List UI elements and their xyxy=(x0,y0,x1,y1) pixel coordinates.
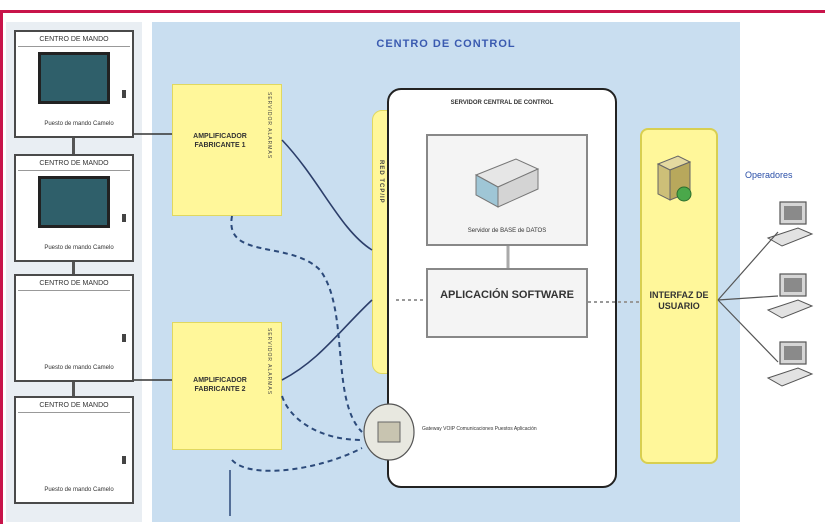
site-connector xyxy=(72,382,75,396)
frame-border-left xyxy=(0,10,3,524)
amplifier-1-side-text: SERVIDOR ALARMAS xyxy=(266,92,272,160)
amplifier-2-box[interactable] xyxy=(172,322,282,450)
central-server-title: SERVIDOR CENTRAL DE CONTROL xyxy=(450,100,554,106)
site-caption: Puesto de mando Camelo xyxy=(44,365,114,371)
site-connector xyxy=(72,262,75,274)
port-icon xyxy=(122,90,126,98)
user-interface-label: INTERFAZ DE USUARIO xyxy=(649,290,709,311)
site-title: CENTRO DE MANDO xyxy=(18,278,130,291)
server-icon xyxy=(474,158,540,208)
operators-label: Operadores xyxy=(745,170,793,180)
gateway-label: Gateway VOIP Comunicaciones Puestos Apli… xyxy=(422,426,537,432)
amplifier-1-label: AMPLIFICADOR FABRICANTE 1 xyxy=(193,133,247,149)
site-connector xyxy=(72,138,75,154)
site-box-3[interactable]: CENTRO DE MANDO Puesto de mando Camelo xyxy=(14,274,134,382)
site-box-2[interactable]: CENTRO DE MANDO Puesto de mando Camelo xyxy=(14,154,134,262)
port-icon xyxy=(122,456,126,464)
amplifier-2-side-text: SERVIDOR ALARMAS xyxy=(266,328,272,396)
port-icon xyxy=(122,214,126,222)
gateway-icon xyxy=(363,403,415,461)
network-bus-label: RED TCP/IP xyxy=(378,160,384,204)
amplifier-2-label: AMPLIFICADOR FABRICANTE 2 xyxy=(193,377,247,393)
monitor-icon xyxy=(38,418,110,470)
site-caption: Puesto de mando Camelo xyxy=(44,245,114,251)
dashed-link-bottom-gateway xyxy=(231,447,363,472)
site-box-1[interactable]: CENTRO DE MANDO Puesto de mando Camelo xyxy=(14,30,134,138)
operator-pc-icon xyxy=(766,201,814,247)
monitor-icon xyxy=(38,296,110,348)
monitor-icon xyxy=(38,176,110,228)
site-caption: Puesto de mando Camelo xyxy=(44,121,114,127)
dashed-link-amp2-gateway xyxy=(281,395,363,441)
workstation-server-icon xyxy=(656,155,692,202)
port-icon xyxy=(122,334,126,342)
site-box-4[interactable]: CENTRO DE MANDO Puesto de mando Camelo xyxy=(14,396,134,504)
site-title: CENTRO DE MANDO xyxy=(18,400,130,413)
software-app-box[interactable] xyxy=(426,268,588,338)
operator-pc-icon xyxy=(766,341,814,387)
amplifier-1-box[interactable] xyxy=(172,84,282,216)
monitor-icon xyxy=(38,52,110,104)
link-amp2-bus xyxy=(281,299,373,381)
database-server-caption: Servidor de BASE de DATOS xyxy=(467,228,547,234)
site-title: CENTRO DE MANDO xyxy=(18,34,130,47)
link-amp1-bus xyxy=(281,139,373,251)
link-ui-op3 xyxy=(717,299,779,363)
software-app-label: APLICACIÓN SOFTWARE xyxy=(440,289,574,301)
link-ui-op1 xyxy=(717,231,779,301)
link-ui-op2 xyxy=(717,295,779,301)
operator-pc-icon xyxy=(766,273,814,319)
site-title: CENTRO DE MANDO xyxy=(18,158,130,171)
frame-border-top xyxy=(0,10,825,13)
site-caption: Puesto de mando Camelo xyxy=(44,487,114,493)
control-center-title: CENTRO DE CONTROL xyxy=(376,38,516,50)
dashed-link-amp1-gateway xyxy=(230,215,363,433)
